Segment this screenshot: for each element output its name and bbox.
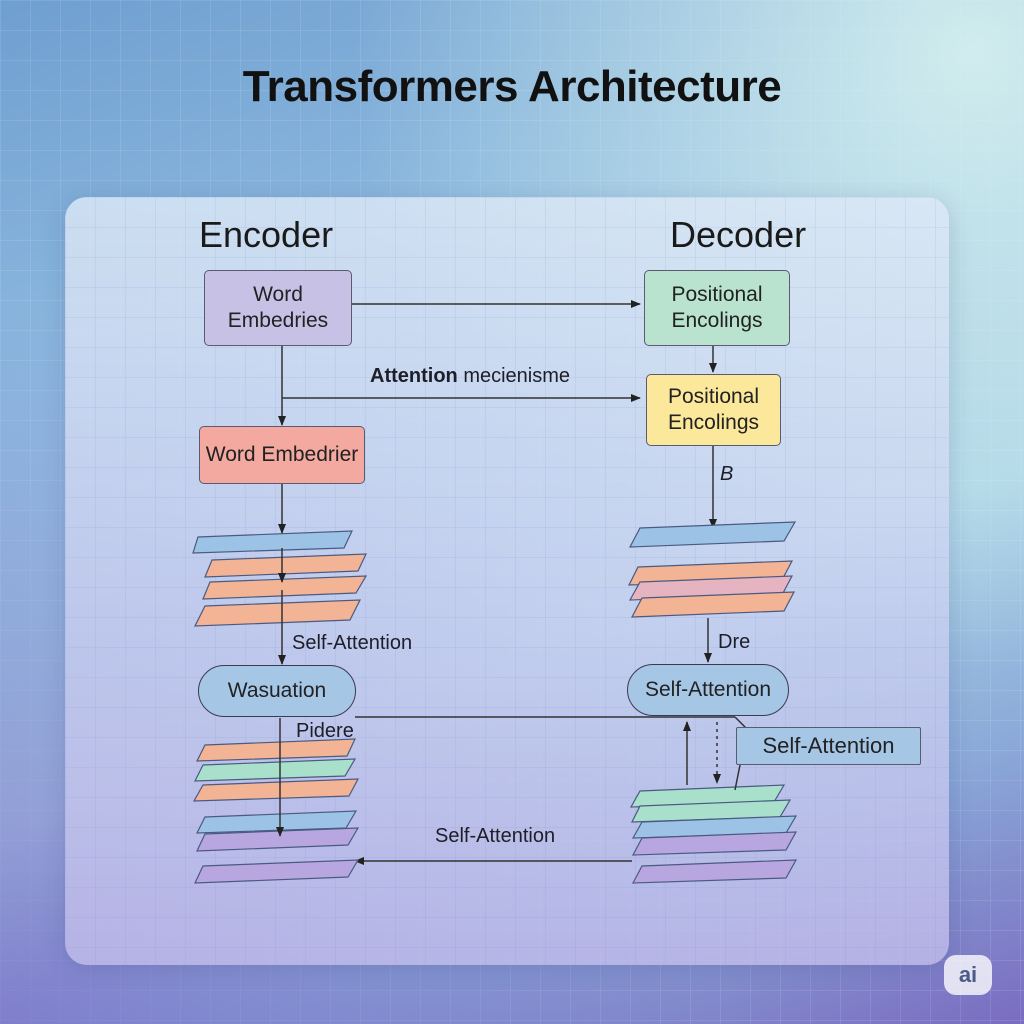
decoder-layer-stack-2: [629, 784, 798, 884]
attention-rest-text: mecienisme: [457, 365, 571, 387]
layer-sheet: [202, 575, 368, 600]
encoder-layer-stack-1: [192, 530, 368, 627]
decoder-dre-label: Dre: [718, 631, 751, 653]
connector-side-box-to-stack: [734, 764, 741, 791]
layer-sheet: [631, 859, 798, 884]
bottom-self-attention-label: Self-Attention: [435, 825, 556, 847]
layer-sheet: [194, 758, 357, 782]
decoder-positional-encodings-box: Positional Encolings: [644, 270, 790, 346]
layer-sheet: [631, 831, 798, 856]
encoder-layer-stack-2: [192, 738, 360, 884]
decoder-heading: Decoder: [670, 214, 807, 255]
connector-side-box: [734, 716, 747, 729]
attention-bold-text: Attention: [370, 365, 458, 387]
layer-sheet: [192, 530, 353, 554]
decoder-self-attention-pill: Self-Attention: [627, 664, 789, 716]
decoder-layer-stack-1: [628, 521, 797, 618]
attention-mechanism-label: Attention mecienisme: [370, 365, 570, 388]
encoder-word-embedder-box: Word Embedrier: [199, 426, 365, 484]
decoder-b-label: B: [720, 463, 734, 485]
ai-badge: ai: [944, 955, 992, 995]
layer-sheet: [196, 738, 356, 762]
decoder-positional-encodings-box-2: Positional Encolings: [646, 374, 781, 446]
layer-sheet: [192, 778, 360, 802]
decoder-self-attention-box: Self-Attention: [736, 727, 921, 765]
layer-sheet: [194, 859, 360, 884]
encoder-heading: Encoder: [199, 214, 334, 255]
encoder-pidere-label: Pidere: [296, 720, 354, 742]
layer-sheet: [630, 591, 796, 618]
page-title: Transformers Architecture: [242, 62, 782, 111]
layer-sheet: [628, 521, 797, 548]
encoder-wasuation-pill: Wasuation: [198, 665, 356, 717]
layer-sheet: [204, 553, 367, 578]
encoder-word-embeddings-box: Word Embedries: [204, 270, 352, 346]
encoder-self-attention-label: Self-Attention: [292, 632, 413, 654]
layer-sheet: [196, 827, 360, 852]
layer-sheet: [194, 599, 361, 627]
